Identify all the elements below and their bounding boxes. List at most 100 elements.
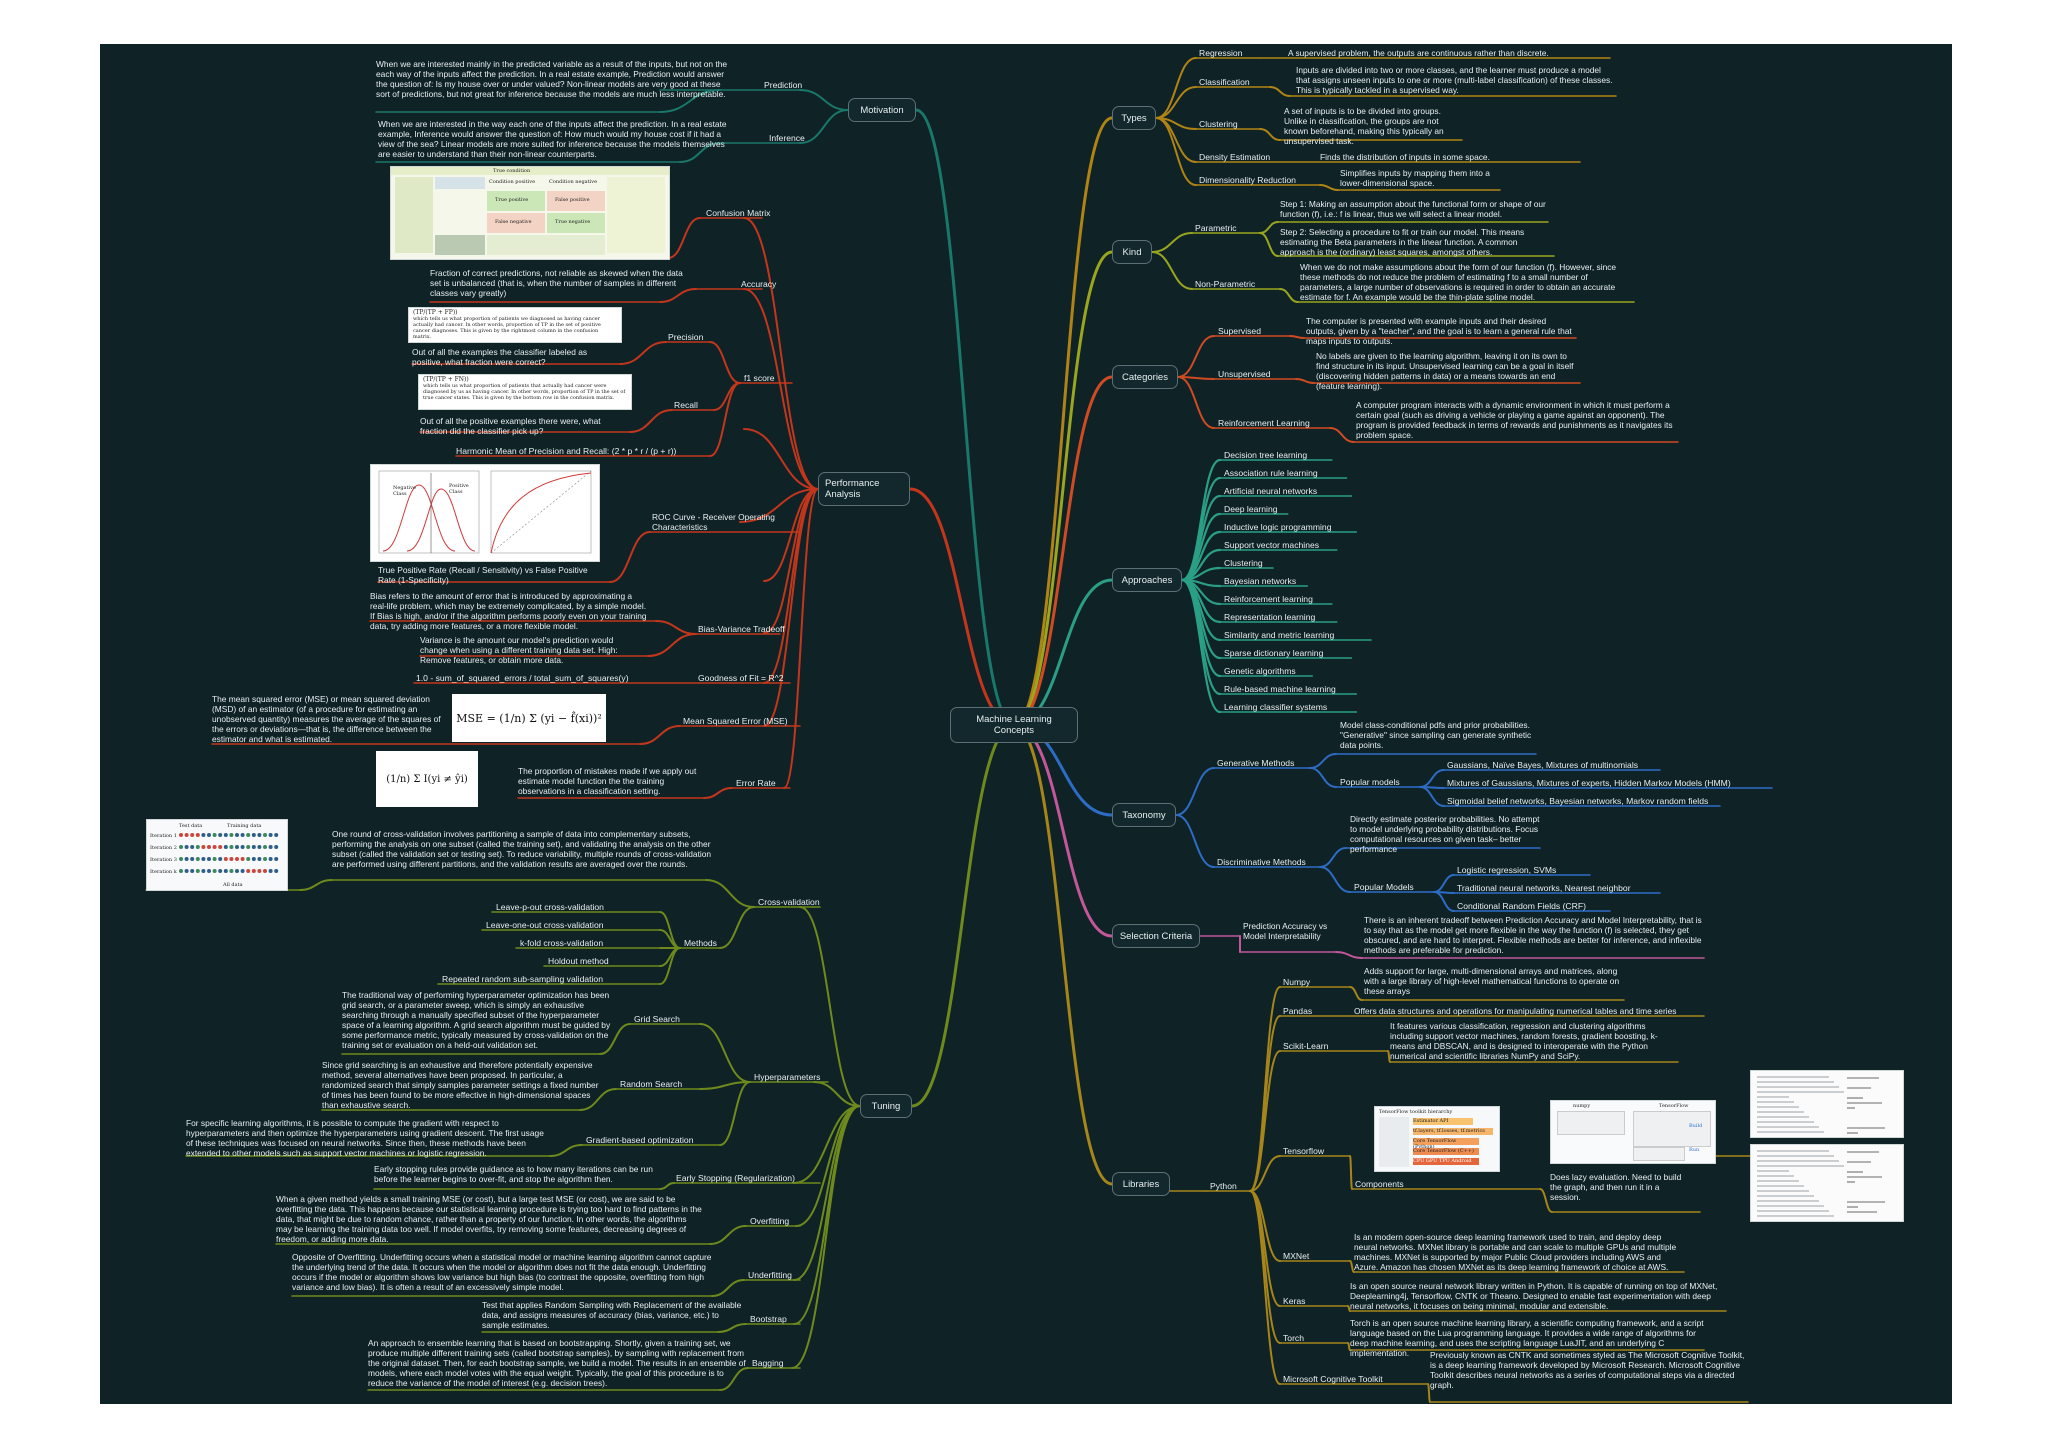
parametric-step2: Step 2: Selecting a procedure to fit or … bbox=[1280, 227, 1525, 257]
discriminative-model-1[interactable]: Traditional neural networks, Nearest nei… bbox=[1457, 883, 1631, 893]
discriminative-model-0[interactable]: Logistic regression, SVMs bbox=[1457, 865, 1557, 875]
accuracy-text: Fraction of correct predictions, not rel… bbox=[430, 268, 683, 298]
roc-label[interactable]: ROC Curve - Receiver Operating Character… bbox=[652, 512, 775, 532]
approach-item-5[interactable]: Support vector machines bbox=[1224, 540, 1320, 550]
approach-item-4[interactable]: Inductive logic programming bbox=[1224, 522, 1332, 532]
bootstrap-label[interactable]: Bootstrap bbox=[750, 1314, 787, 1324]
tuning-node[interactable]: Tuning bbox=[860, 1094, 912, 1118]
error-rate-text: The proportion of mistakes made if we ap… bbox=[518, 766, 697, 796]
parametric-step1: Step 1: Making an assumption about the f… bbox=[1280, 199, 1546, 219]
generative-label[interactable]: Generative Methods bbox=[1217, 758, 1295, 768]
approaches-node[interactable]: Approaches bbox=[1112, 568, 1182, 592]
unsupervised-label[interactable]: Unsupervised bbox=[1218, 369, 1271, 379]
regression-label[interactable]: Regression bbox=[1199, 48, 1243, 58]
libraries-node[interactable]: Libraries bbox=[1112, 1172, 1170, 1196]
generative-model-2[interactable]: Sigmoidal belief networks, Bayesian netw… bbox=[1447, 796, 1709, 806]
method-item-2[interactable]: k-fold cross-validation bbox=[520, 938, 604, 948]
methods-label[interactable]: Methods bbox=[684, 938, 717, 948]
categories-node[interactable]: Categories bbox=[1112, 365, 1178, 389]
approach-item-13[interactable]: Rule-based machine learning bbox=[1224, 684, 1336, 694]
roc-curve-image: Negative Class Positive Class bbox=[370, 464, 600, 562]
cross-validation-label[interactable]: Cross-validation bbox=[758, 897, 820, 907]
torch-label[interactable]: Torch bbox=[1283, 1333, 1305, 1343]
overfitting-label[interactable]: Overfitting bbox=[750, 1216, 790, 1226]
approach-item-6[interactable]: Clustering bbox=[1224, 558, 1263, 568]
keras-label[interactable]: Keras bbox=[1283, 1296, 1306, 1306]
generative-model-0[interactable]: Gaussians, Naïve Bayes, Mixtures of mult… bbox=[1447, 760, 1639, 770]
discriminative-label[interactable]: Discriminative Methods bbox=[1217, 857, 1306, 867]
approach-item-7[interactable]: Bayesian networks bbox=[1224, 576, 1297, 586]
approach-item-1[interactable]: Association rule learning bbox=[1224, 468, 1318, 478]
precision-label[interactable]: Precision bbox=[668, 332, 704, 342]
classification-label[interactable]: Classification bbox=[1199, 77, 1250, 87]
density-label[interactable]: Density Estimation bbox=[1199, 152, 1271, 162]
grid-search-label[interactable]: Grid Search bbox=[634, 1014, 680, 1024]
early-stopping-label[interactable]: Early Stopping (Regularization) bbox=[676, 1173, 795, 1183]
approach-item-11[interactable]: Sparse dictionary learning bbox=[1224, 648, 1324, 658]
selection-criteria-label[interactable]: Prediction Accuracy vs Model Interpretab… bbox=[1243, 921, 1328, 941]
bias-variance-label[interactable]: Bias-Variance Tradeoff bbox=[698, 624, 785, 634]
bootstrap-text: Test that applies Random Sampling with R… bbox=[482, 1300, 742, 1330]
method-item-0[interactable]: Leave-p-out cross-validation bbox=[496, 902, 604, 912]
approach-item-9[interactable]: Representation learning bbox=[1224, 612, 1316, 622]
clustering-label[interactable]: Clustering bbox=[1199, 119, 1238, 129]
keras-text: Is an open source neural network library… bbox=[1350, 1281, 1718, 1311]
method-item-3[interactable]: Holdout method bbox=[548, 956, 609, 966]
cross-validation-text: One round of cross-validation involves p… bbox=[332, 829, 712, 869]
supervised-label[interactable]: Supervised bbox=[1218, 326, 1261, 336]
components-label[interactable]: Components bbox=[1355, 1179, 1404, 1189]
method-item-4[interactable]: Repeated random sub-sampling validation bbox=[442, 974, 603, 984]
random-search-label[interactable]: Random Search bbox=[620, 1079, 683, 1089]
cv-iter-1: Iteration 1 bbox=[150, 833, 177, 839]
dimred-label[interactable]: Dimensionality Reduction bbox=[1199, 175, 1296, 185]
cross-validation-image: Test data Training data Iteration 1 Iter… bbox=[146, 819, 288, 891]
reinforcement-label[interactable]: Reinforcement Learning bbox=[1218, 418, 1310, 428]
discriminative-model-2[interactable]: Conditional Random Fields (CRF) bbox=[1457, 901, 1586, 911]
approach-item-14[interactable]: Learning classifier systems bbox=[1224, 702, 1328, 712]
inference-label[interactable]: Inference bbox=[769, 133, 805, 143]
approach-item-0[interactable]: Decision tree learning bbox=[1224, 450, 1308, 460]
error-rate-label[interactable]: Error Rate bbox=[736, 778, 776, 788]
mse-label[interactable]: Mean Squared Error (MSE) bbox=[683, 716, 788, 726]
mxnet-label[interactable]: MXNet bbox=[1283, 1251, 1310, 1261]
prediction-label[interactable]: Prediction bbox=[764, 80, 803, 90]
generative-popular-label[interactable]: Popular models bbox=[1340, 777, 1400, 787]
taxonomy-node[interactable]: Taxonomy bbox=[1112, 803, 1176, 827]
approach-item-10[interactable]: Similarity and metric learning bbox=[1224, 630, 1335, 640]
tensorflow-lazy-text: Does lazy evaluation. Need to build the … bbox=[1550, 1172, 1682, 1202]
f1-score-label[interactable]: f1 score bbox=[744, 373, 775, 383]
numpy-vs-tensorflow-image: numpy TensorFlow Build Run bbox=[1550, 1100, 1716, 1164]
pandas-label[interactable]: Pandas bbox=[1283, 1006, 1313, 1016]
approach-item-2[interactable]: Artificial neural networks bbox=[1224, 486, 1318, 496]
tensorflow-label[interactable]: Tensorflow bbox=[1283, 1146, 1325, 1156]
parametric-label[interactable]: Parametric bbox=[1195, 223, 1237, 233]
accuracy-label[interactable]: Accuracy bbox=[741, 279, 777, 289]
approach-item-8[interactable]: Reinforcement learning bbox=[1224, 594, 1313, 604]
center-node[interactable]: Machine Learning Concepts bbox=[950, 707, 1078, 743]
types-node[interactable]: Types bbox=[1112, 106, 1156, 130]
bagging-label[interactable]: Bagging bbox=[752, 1358, 784, 1368]
goodness-label[interactable]: Goodness of Fit = R^2 bbox=[698, 673, 784, 683]
sklearn-label[interactable]: Scikit-Learn bbox=[1283, 1041, 1329, 1051]
underfitting-label[interactable]: Underfitting bbox=[748, 1270, 792, 1280]
bias-text: Bias refers to the amount of error that … bbox=[370, 591, 647, 631]
generative-model-1[interactable]: Mixtures of Gaussians, Mixtures of exper… bbox=[1447, 778, 1731, 788]
approach-item-12[interactable]: Genetic algorithms bbox=[1224, 666, 1296, 676]
hyperparameters-label[interactable]: Hyperparameters bbox=[754, 1072, 821, 1082]
motivation-node[interactable]: Motivation bbox=[848, 98, 916, 122]
cv-test-data: Test data bbox=[179, 823, 203, 829]
gradient-label[interactable]: Gradient-based optimization bbox=[586, 1135, 694, 1145]
method-item-1[interactable]: Leave-one-out cross-validation bbox=[486, 920, 604, 930]
discriminative-popular-label[interactable]: Popular Models bbox=[1354, 882, 1414, 892]
confusion-matrix-label[interactable]: Confusion Matrix bbox=[706, 208, 771, 218]
performance-node[interactable]: Performance Analysis bbox=[818, 472, 910, 506]
selection-node[interactable]: Selection Criteria bbox=[1112, 924, 1200, 948]
pandas-text: Offers data structures and operations fo… bbox=[1354, 1006, 1677, 1016]
python-label[interactable]: Python bbox=[1210, 1181, 1237, 1191]
recall-label[interactable]: Recall bbox=[674, 400, 698, 410]
kind-node[interactable]: Kind bbox=[1112, 240, 1152, 264]
numpy-label[interactable]: Numpy bbox=[1283, 977, 1311, 987]
approach-item-3[interactable]: Deep learning bbox=[1224, 504, 1278, 514]
nonparametric-label[interactable]: Non-Parametric bbox=[1195, 279, 1256, 289]
cntk-label[interactable]: Microsoft Cognitive Toolkit bbox=[1283, 1374, 1383, 1384]
